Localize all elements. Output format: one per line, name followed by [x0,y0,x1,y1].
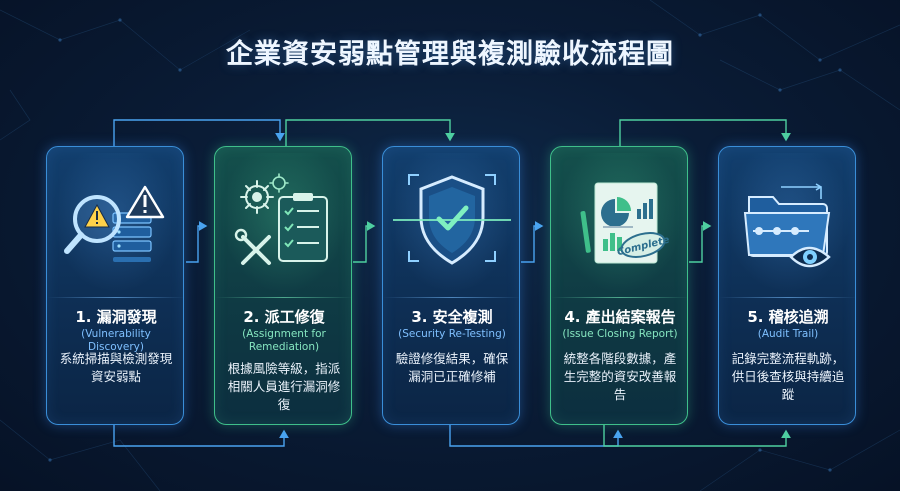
step-subtitle: (Issue Closing Report) [562,328,678,340]
step-card-1: 1. 漏洞發現 (Vulnerability Discovery) 系統掃描與檢… [46,146,184,425]
step-title: 2. 派工修復 [243,308,325,326]
step-subtitle: (Security Re-Testing) [398,328,506,340]
shield-check-icon [389,153,515,293]
step-subtitle: (Assignment for Remediation) [242,328,326,353]
step-title: 5. 稽核追溯 [747,308,829,326]
step-card-4: Complete 4. 產出結案報告 (Issue Closing Report… [550,146,688,425]
step-title: 4. 產出結案報告 [564,308,676,326]
card-divider [551,297,687,298]
step-subtitle: (Vulnerability Discovery) [81,328,151,353]
step-description: 記錄完整流程軌跡，供日後查核與持續追蹤 [731,351,845,402]
page-title: 企業資安弱點管理與複測驗收流程圖 [226,39,674,70]
step-title: 3. 安全複測 [411,308,493,326]
card-divider [215,297,351,298]
step-title: 1. 漏洞發現 [75,308,157,326]
step-description: 驗證修復結果，確保漏洞已正確修補 [395,351,509,384]
step-subtitle: (Audit Trail) [757,328,819,340]
report-complete-icon: Complete [557,153,683,293]
gear-checklist-icon [221,153,347,293]
card-divider [719,297,855,298]
card-divider [47,297,183,298]
folder-eye-icon [725,153,851,293]
step-description: 統整各階段數據，產生完整的資安改善報告 [563,351,677,402]
step-card-3: 3. 安全複測 (Security Re-Testing) 驗證修復結果，確保漏… [382,146,520,425]
vulnerability-scan-icon [53,153,179,293]
card-divider [383,297,519,298]
step-card-5: 5. 稽核追溯 (Audit Trail) 記錄完整流程軌跡，供日後查核與持續追… [718,146,856,425]
step-description: 系統掃描與檢測發現資安弱點 [59,351,173,384]
step-card-2: 2. 派工修復 (Assignment for Remediation) 根據風… [214,146,352,425]
step-description: 根據風險等級，指派相關人員進行漏洞修復 [227,361,341,412]
